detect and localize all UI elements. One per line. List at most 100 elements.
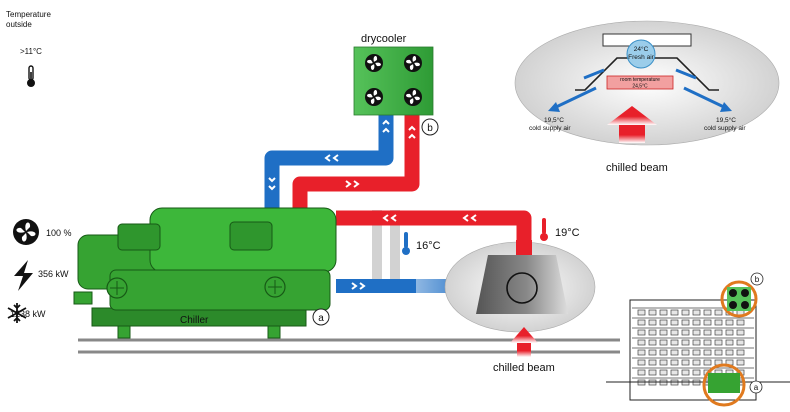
building-window — [637, 349, 646, 356]
building-window — [703, 329, 712, 336]
building-window — [670, 359, 679, 366]
building-window — [637, 319, 646, 326]
building-window — [736, 329, 745, 336]
building-window — [637, 359, 646, 366]
fan-icon — [404, 88, 422, 106]
building-window — [659, 339, 668, 346]
building-window — [637, 329, 646, 336]
building-window — [659, 309, 668, 316]
left-supply-temp: 19,5°C — [544, 116, 564, 124]
outside-title-line2: outside — [6, 20, 32, 29]
building-chiller-highlight: a — [702, 363, 763, 407]
building-window — [648, 309, 657, 316]
building-window — [681, 319, 690, 326]
building-window — [659, 349, 668, 356]
building-window — [714, 339, 723, 346]
outside-temperature: Temperature outside >11°C — [6, 10, 51, 87]
building-window — [670, 319, 679, 326]
building-window — [703, 319, 712, 326]
thermometer-icon — [540, 218, 548, 241]
airflow-up-arrow — [607, 106, 657, 125]
svg-text:a: a — [318, 313, 324, 324]
drycooler: drycooler b — [353, 33, 439, 136]
cold-air-arrows — [553, 68, 727, 110]
building-window — [714, 329, 723, 336]
right-arrow-head — [720, 102, 732, 112]
building-window — [659, 369, 668, 376]
building-window — [714, 349, 723, 356]
chiller-label: Chiller — [180, 315, 209, 326]
building-window — [692, 369, 701, 376]
building-window — [659, 319, 668, 326]
right-supply-temp: 19,5°C — [716, 116, 736, 124]
building-window — [670, 329, 679, 336]
building-window — [670, 349, 679, 356]
building-window — [692, 359, 701, 366]
fan-icon — [13, 219, 39, 245]
building-window — [681, 359, 690, 366]
fan-icon — [365, 88, 383, 106]
drycooler-label: drycooler — [361, 33, 407, 45]
room-temperature-label: room temperature — [620, 77, 660, 83]
building-illustration: b a — [606, 272, 790, 407]
building-window — [736, 339, 745, 346]
building-window — [703, 349, 712, 356]
building-window — [692, 349, 701, 356]
room-temperature-value: 24,5°C — [632, 84, 648, 90]
svg-text:a: a — [754, 383, 759, 392]
building-window — [670, 339, 679, 346]
fresh-air-temp: 24°C — [634, 45, 649, 53]
building-window — [648, 329, 657, 336]
svg-text:b: b — [427, 123, 433, 134]
left-supply-label: cold supply air — [529, 125, 571, 132]
cooling-value: 1238 kW — [10, 309, 46, 319]
chiller: Chiller a — [73, 207, 337, 339]
snowflake-icon — [7, 303, 27, 323]
building-window — [681, 339, 690, 346]
building-window — [703, 339, 712, 346]
building-window — [648, 339, 657, 346]
building-window — [736, 359, 745, 366]
airflow-up-arrow — [510, 327, 538, 343]
building-window — [648, 359, 657, 366]
beam-detail: 24°C Fresh air room temperature 24,5°C 1… — [514, 20, 780, 174]
fresh-air-label: Fresh air — [628, 54, 654, 61]
building-window — [681, 329, 690, 336]
fan-speed-value: 100 % — [46, 228, 72, 238]
lightning-icon — [14, 260, 33, 291]
building-window — [670, 309, 679, 316]
thermometer-icon — [27, 65, 35, 87]
building-window — [703, 359, 712, 366]
building-window — [681, 349, 690, 356]
building-window — [692, 309, 701, 316]
building-window — [637, 309, 646, 316]
building-window — [692, 329, 701, 336]
building-window — [659, 359, 668, 366]
flow-arrows — [268, 119, 477, 290]
building-window — [637, 369, 646, 376]
building-drycooler-highlight: b — [720, 272, 764, 318]
building-window — [725, 339, 734, 346]
building-window — [736, 349, 745, 356]
building-window — [681, 369, 690, 376]
drycooler-badge: b — [421, 118, 439, 136]
thermometer-icon — [402, 232, 410, 255]
floor-rails — [78, 338, 620, 354]
supply-temperature-value: 16°C — [416, 240, 441, 252]
chiller-badge: a — [312, 308, 330, 326]
building-window — [725, 319, 734, 326]
svg-text:b: b — [755, 275, 760, 284]
return-temperature-value: 19°C — [555, 227, 580, 239]
building-window — [725, 349, 734, 356]
building-window — [714, 319, 723, 326]
return-temperature: 19°C — [540, 218, 580, 241]
outside-title-line1: Temperature — [6, 10, 51, 19]
building-window — [659, 329, 668, 336]
building-window — [648, 369, 657, 376]
building-window — [648, 319, 657, 326]
grey-pipes — [372, 210, 400, 290]
beam-oval: chilled beam — [444, 240, 596, 374]
chiller-stats: 100 % 356 kW 1238 kW — [7, 219, 72, 323]
fan-icon — [404, 54, 422, 72]
building-window — [648, 349, 657, 356]
